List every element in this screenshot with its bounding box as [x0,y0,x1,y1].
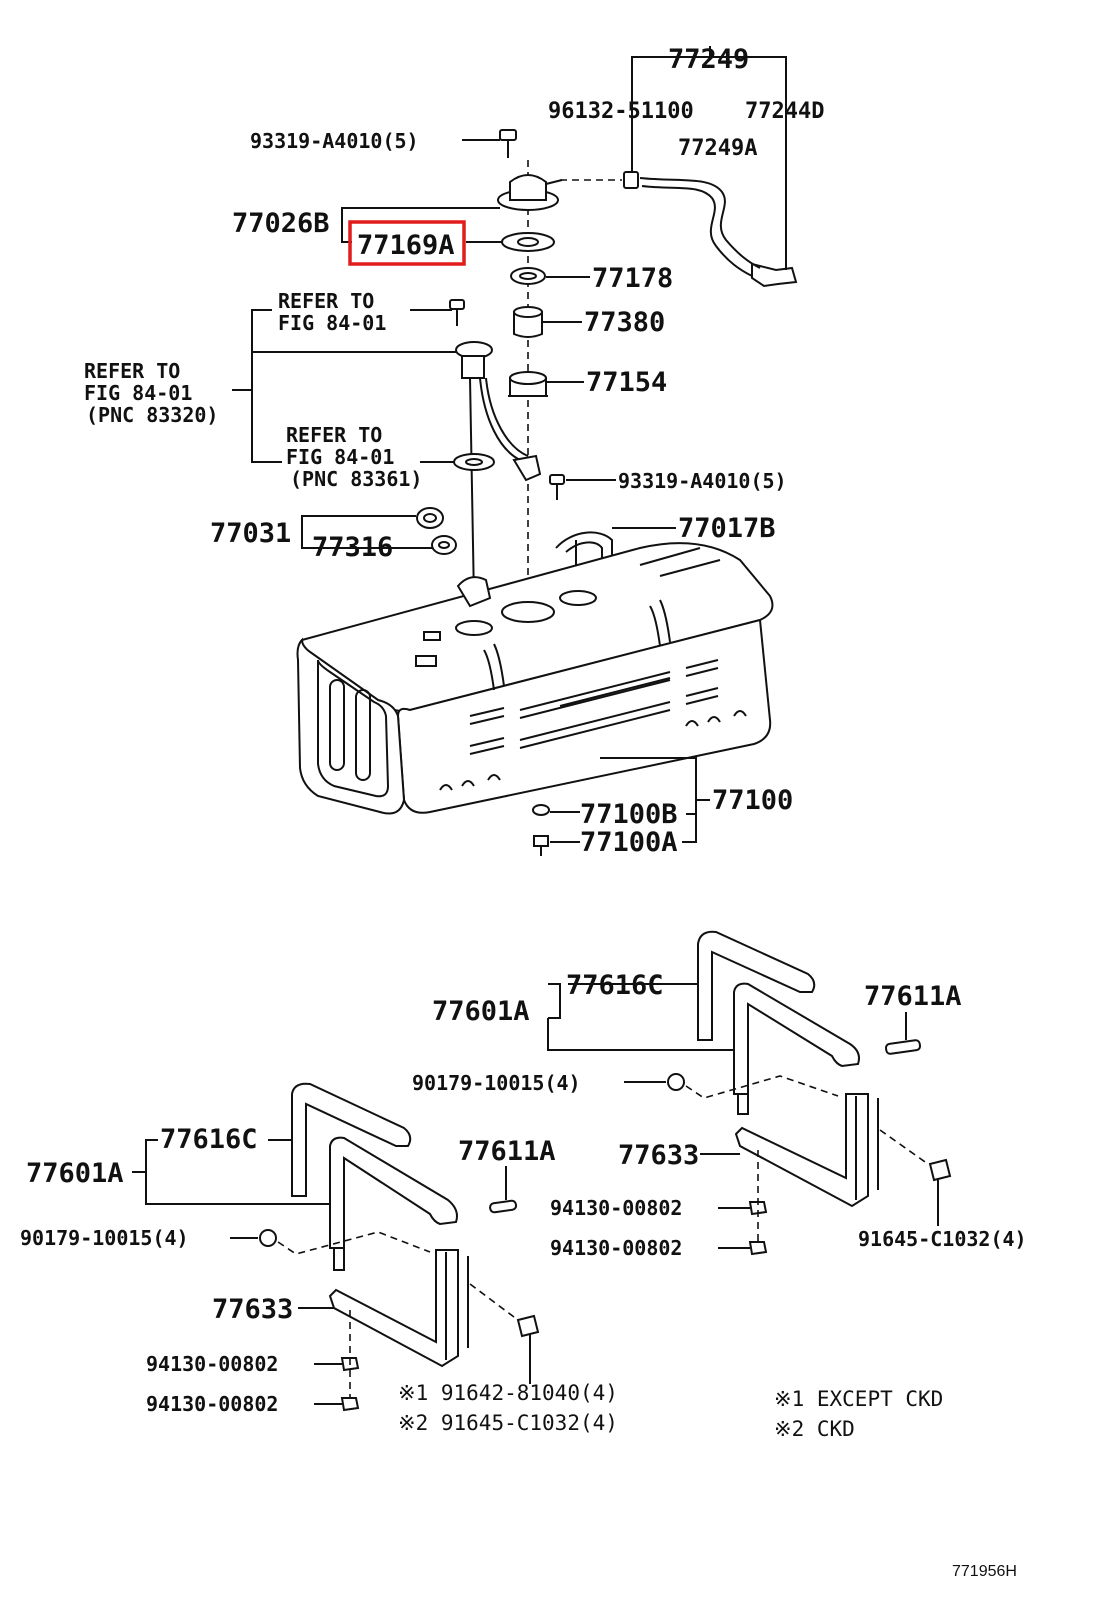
label-77601a-right: 77601A [432,996,530,1027]
refer1-line2: FIG 84-01 [278,311,386,335]
label-77100: 77100 [712,785,793,816]
refer1-line1: REFER TO [278,289,374,313]
label-77169a[interactable]: 77169A [357,230,455,261]
note-2-part: ※2 91645-C1032(4) [398,1411,618,1435]
fuel-sender-unit [455,341,542,601]
refer-bracket [232,309,462,463]
refer3-line2: FIG 84-01 [286,445,394,469]
hose-group-bracket [631,46,787,270]
refer3-line3: (PNC 83361) [290,467,422,491]
label-77100a: 77100A [580,827,678,858]
label-77249: 77249 [668,44,749,75]
label-77031: 77031 [210,518,291,549]
label-77244d: 77244D [745,99,824,124]
label-77611a-left: 77611A [458,1136,556,1167]
label-93319-a4010-mid: 93319-A4010(5) [618,469,787,493]
bracket-77026b [341,207,500,243]
label-77178: 77178 [592,263,673,294]
screw-93319-mid [549,474,616,500]
label-77633-right: 77633 [618,1140,699,1171]
screw-sender [449,299,465,326]
label-77601a-left: 77601A [26,1158,124,1189]
label-77380: 77380 [584,307,665,338]
hose-clamp-77244d [751,262,798,288]
note-1-part: ※1 91642-81040(4) [398,1381,618,1405]
label-77616c-right: 77616C [566,970,664,1001]
ring-77178 [510,267,590,285]
label-77611a-right: 77611A [864,981,962,1012]
refer2-line1: REFER TO [84,359,180,383]
gasket-77169a [466,232,555,252]
bracket-77100 [600,757,710,843]
label-77017b: 77017B [678,513,776,544]
sender-gasket [453,453,495,471]
label-94130-left-1: 94130-00802 [146,1352,278,1376]
label-90179-right: 90179-10015(4) [412,1071,581,1095]
refer2-line3: (PNC 83320) [86,403,218,427]
drain-plug-77100a [533,835,580,856]
grommet-77316 [431,535,457,555]
highlight-box-77169a [348,220,466,266]
fuel-tank-77100 [296,542,774,815]
label-93319-a4010-top: 93319-A4010(5) [250,129,419,153]
label-77154: 77154 [586,367,667,398]
refer3-line1: REFER TO [286,423,382,447]
legend-2: ※2 CKD [774,1417,855,1441]
strap-assembly-right [547,930,952,1256]
screw-93319-top [462,129,517,158]
label-77249a: 77249A [678,136,757,161]
label-77616c-left: 77616C [160,1124,258,1155]
bracket-77031 [301,515,432,549]
label-77026b: 77026B [232,208,330,239]
hose-77249a [639,177,761,277]
legend-1: ※1 EXCEPT CKD [774,1387,943,1411]
label-77316: 77316 [312,532,393,563]
refer2-line2: FIG 84-01 [84,381,192,405]
drain-washer-77100b [532,804,580,816]
grommet-77031 [416,507,444,529]
label-91645-right: 91645-C1032(4) [858,1227,1027,1251]
filter-77380 [513,306,582,338]
label-77100b: 77100B [580,799,678,830]
hose-clip-96132 [560,171,639,189]
label-94130-left-2: 94130-00802 [146,1392,278,1416]
figure-code: 771956H [952,1563,1017,1580]
label-94130-right-2: 94130-00802 [550,1236,682,1260]
label-96132-51100: 96132-51100 [548,99,694,124]
cap-77154 [508,371,584,397]
strap-assembly-left [132,1082,540,1412]
vent-valve-77026b [497,174,563,211]
label-77633-left: 77633 [212,1294,293,1325]
label-90179-left: 90179-10015(4) [20,1226,189,1250]
label-94130-right-1: 94130-00802 [550,1196,682,1220]
